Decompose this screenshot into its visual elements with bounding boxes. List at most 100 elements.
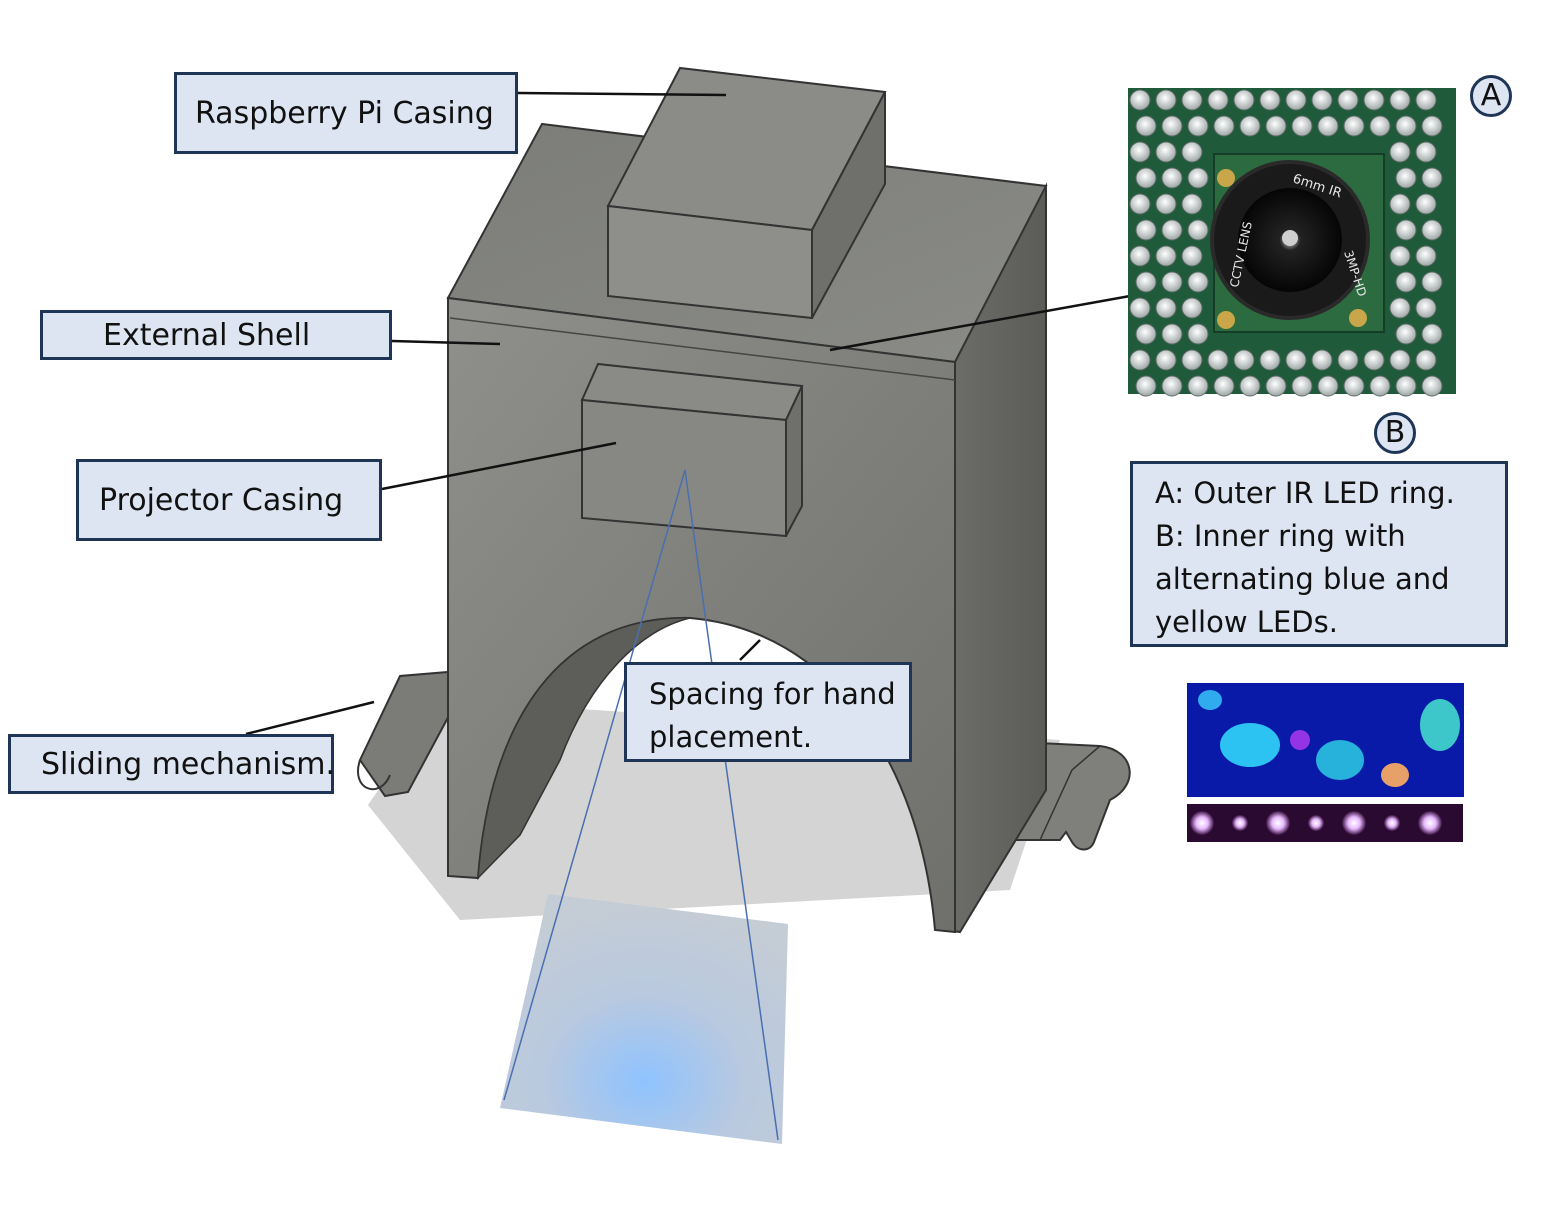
ir-led (1363, 89, 1385, 111)
legend-line-4: yellow LEDs. (1155, 605, 1338, 639)
ir-led (1389, 349, 1411, 371)
ir-led (1285, 349, 1307, 371)
ir-led (1135, 115, 1157, 137)
ir-led (1207, 89, 1229, 111)
ir-led (1337, 89, 1359, 111)
external-shell-label: External Shell (40, 310, 392, 360)
ir-led (1239, 375, 1261, 397)
ir-led (1311, 349, 1333, 371)
hand-spacing-line-2: placement. (649, 720, 813, 754)
ir-led (1161, 167, 1183, 189)
ir-led (1129, 297, 1151, 319)
ir-led (1317, 115, 1339, 137)
ir-led (1129, 141, 1151, 163)
ir-led (1343, 115, 1365, 137)
projector-casing-label: Projector Casing (76, 459, 382, 541)
ir-led (1421, 375, 1443, 397)
ir-led (1421, 115, 1443, 137)
ir-led (1389, 297, 1411, 319)
strip-led (1190, 811, 1214, 835)
ir-led (1155, 193, 1177, 215)
ir-led (1395, 375, 1417, 397)
ir-led (1129, 89, 1151, 111)
projected-vein-image (500, 894, 788, 1144)
ir-led (1161, 115, 1183, 137)
ir-led (1213, 115, 1235, 137)
ir-led (1187, 375, 1209, 397)
ir-led (1181, 245, 1203, 267)
ir-led (1415, 193, 1437, 215)
blue-led-photo (1187, 683, 1464, 797)
ir-led (1421, 271, 1443, 293)
ir-led (1161, 219, 1183, 241)
strip-led (1384, 815, 1400, 831)
ir-led (1135, 219, 1157, 241)
hand-spacing-line-1: Spacing for hand (649, 677, 896, 711)
ir-led (1343, 375, 1365, 397)
legend-line-3: alternating blue and (1155, 562, 1450, 596)
ir-led (1395, 219, 1417, 241)
leader-sliding (245, 700, 375, 736)
ir-led (1155, 141, 1177, 163)
ir-led (1187, 167, 1209, 189)
ir-led (1155, 245, 1177, 267)
ir-led (1259, 349, 1281, 371)
ir-led (1415, 89, 1437, 111)
ir-led (1135, 271, 1157, 293)
ir-led (1415, 245, 1437, 267)
strip-led (1418, 811, 1442, 835)
ir-led (1233, 349, 1255, 371)
ir-led (1155, 89, 1177, 111)
ir-led (1395, 115, 1417, 137)
ir-led (1415, 297, 1437, 319)
projector-casing (580, 362, 804, 538)
ir-led (1291, 115, 1313, 137)
strip-led (1342, 811, 1366, 835)
hand-spacing-label: Spacing for hand placement. (624, 662, 912, 762)
ir-led (1395, 323, 1417, 345)
ir-led (1415, 349, 1437, 371)
legend-line-2: B: Inner ring with (1155, 519, 1406, 553)
ir-led (1265, 375, 1287, 397)
marker-b: B (1374, 412, 1416, 454)
ir-led (1187, 323, 1209, 345)
ir-led (1389, 245, 1411, 267)
ir-led (1161, 375, 1183, 397)
ir-led (1317, 375, 1339, 397)
ir-led (1181, 349, 1203, 371)
ir-led (1187, 115, 1209, 137)
ir-led (1369, 115, 1391, 137)
ir-led (1135, 375, 1157, 397)
strip-led (1308, 815, 1324, 831)
ir-led (1187, 219, 1209, 241)
ir-led (1363, 349, 1385, 371)
strip-led (1232, 815, 1248, 831)
ir-led (1421, 323, 1443, 345)
ir-led (1233, 89, 1255, 111)
ir-led (1181, 89, 1203, 111)
sliding-mechanism-label: Sliding mechanism. (8, 734, 335, 794)
ir-led (1213, 375, 1235, 397)
ir-led (1369, 375, 1391, 397)
leader-hand-spacing (739, 639, 761, 661)
hand-opening-arch (477, 617, 691, 880)
ir-led (1129, 349, 1151, 371)
ir-led (1337, 349, 1359, 371)
ir-led (1129, 193, 1151, 215)
legend-line-1: A: Outer IR LED ring. (1155, 476, 1455, 510)
ir-led (1421, 219, 1443, 241)
strip-led (1266, 811, 1290, 835)
ir-led (1161, 323, 1183, 345)
ir-led (1181, 141, 1203, 163)
ir-led (1259, 89, 1281, 111)
leader-raspberry-pi (517, 91, 727, 97)
ir-led-ring (1129, 89, 1443, 397)
ir-led (1291, 375, 1313, 397)
ir-led (1389, 193, 1411, 215)
ir-led (1135, 167, 1157, 189)
ir-led (1415, 141, 1437, 163)
ir-led (1181, 297, 1203, 319)
ir-led (1285, 89, 1307, 111)
ir-led (1135, 323, 1157, 345)
ir-led (1155, 297, 1177, 319)
